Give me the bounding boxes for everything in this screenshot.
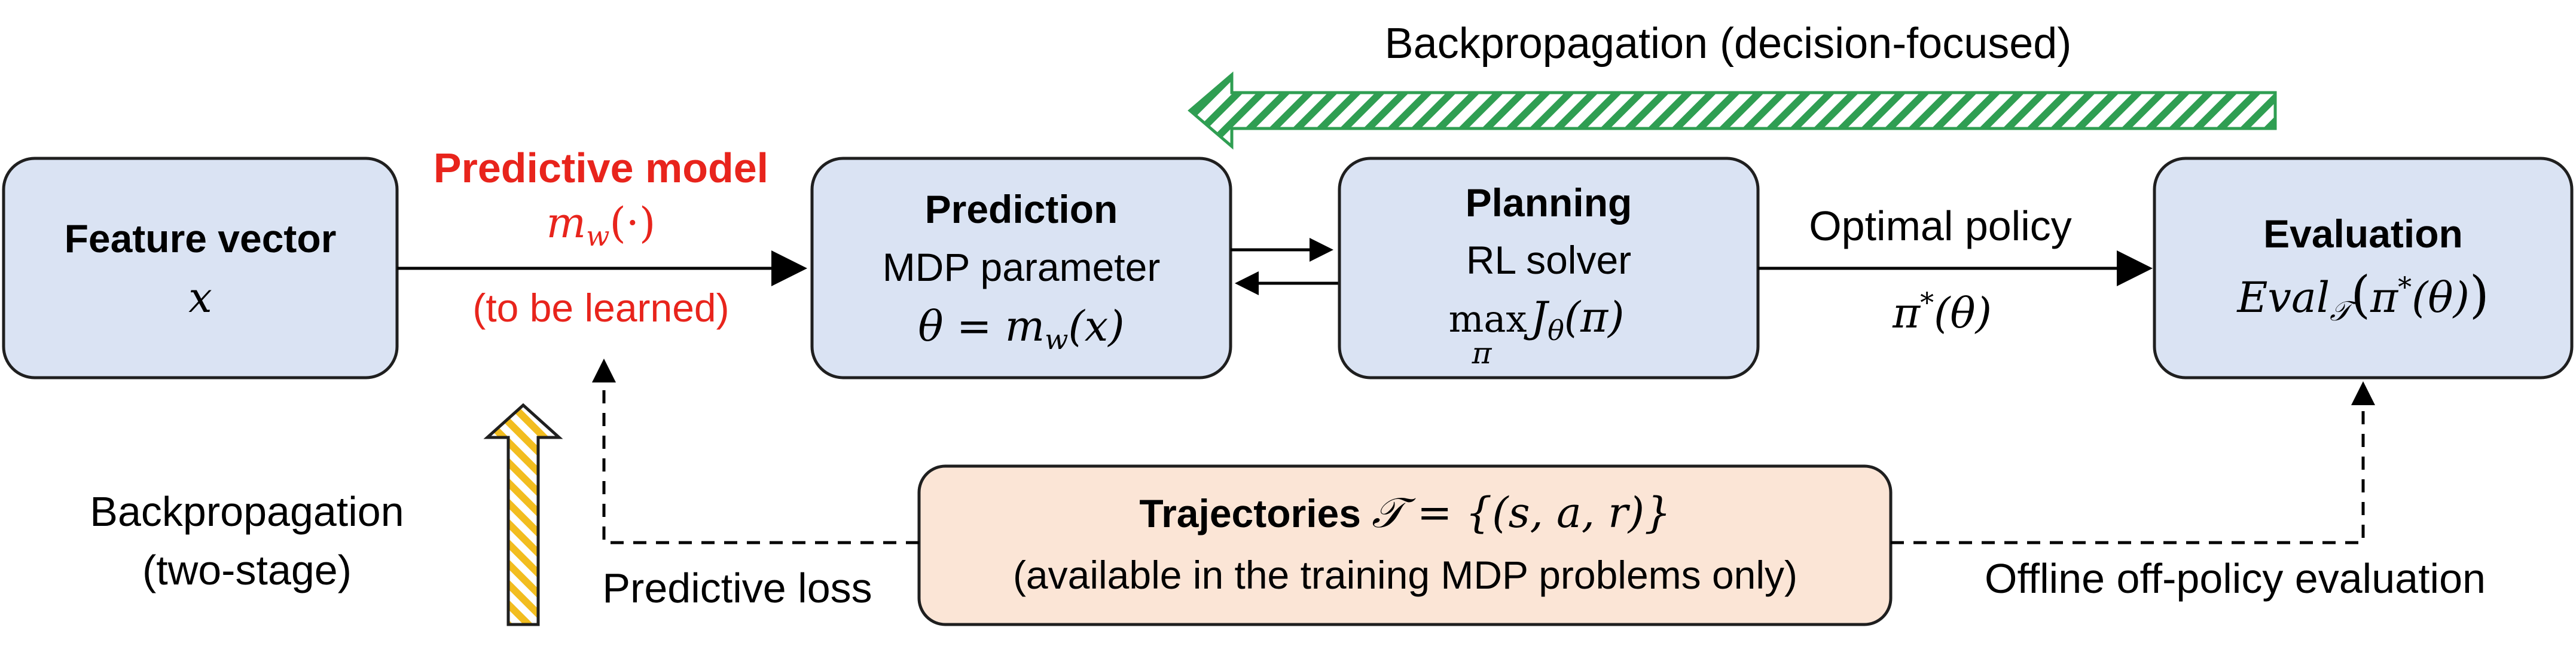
evaluation-title: Evaluation [2263, 212, 2463, 256]
evaluation-box [2153, 157, 2574, 379]
predictive-model-note: (to be learned) [472, 286, 729, 330]
feature-vector-symbol: x [188, 273, 212, 322]
prediction-formula: θ = mw(x) [918, 302, 1124, 356]
two-stage-backprop-line2: (two-stage) [142, 547, 352, 593]
planning-subtitle: RL solver [1466, 238, 1631, 282]
prediction-subtitle: MDP parameter [883, 245, 1161, 289]
predictive-model-title: Predictive model [434, 145, 768, 191]
decision-focused-backprop-arrow [1188, 71, 2277, 150]
planning-title: Planning [1466, 180, 1632, 225]
predictive-model-symbol: mw(·) [547, 198, 656, 252]
planning-max-subscript: π [1472, 336, 1493, 371]
offline-eval-dashed-arrow [1891, 381, 2375, 544]
prediction-box [810, 157, 1232, 379]
evaluation-formula: Eval𝒯(π*(θ)) [2236, 265, 2489, 327]
predictive-loss-dashed-arrow [592, 359, 919, 544]
predictive-loss-label: Predictive loss [602, 565, 872, 611]
two-stage-backprop-line1: Backpropagation [90, 488, 404, 535]
optimal-policy-label: Optimal policy [1809, 203, 2072, 249]
trajectories-box [917, 464, 1893, 626]
feature-vector-box [2, 157, 399, 379]
trajectories-note: (available in the training MDP problems … [1013, 553, 1797, 597]
planning-objective: Jθ(π) [1524, 293, 1624, 347]
two-stage-backprop-arrow [483, 403, 563, 626]
feature-vector-title: Feature vector [65, 216, 337, 261]
planning-max-operator: max [1449, 297, 1527, 341]
top-arrow-label: Backpropagation (decision-focused) [1385, 20, 2072, 68]
prediction-title: Prediction [925, 187, 1118, 231]
optimal-policy-symbol: π*(θ) [1892, 286, 1992, 338]
offline-eval-label: Offline off-policy evaluation [1985, 555, 2486, 602]
